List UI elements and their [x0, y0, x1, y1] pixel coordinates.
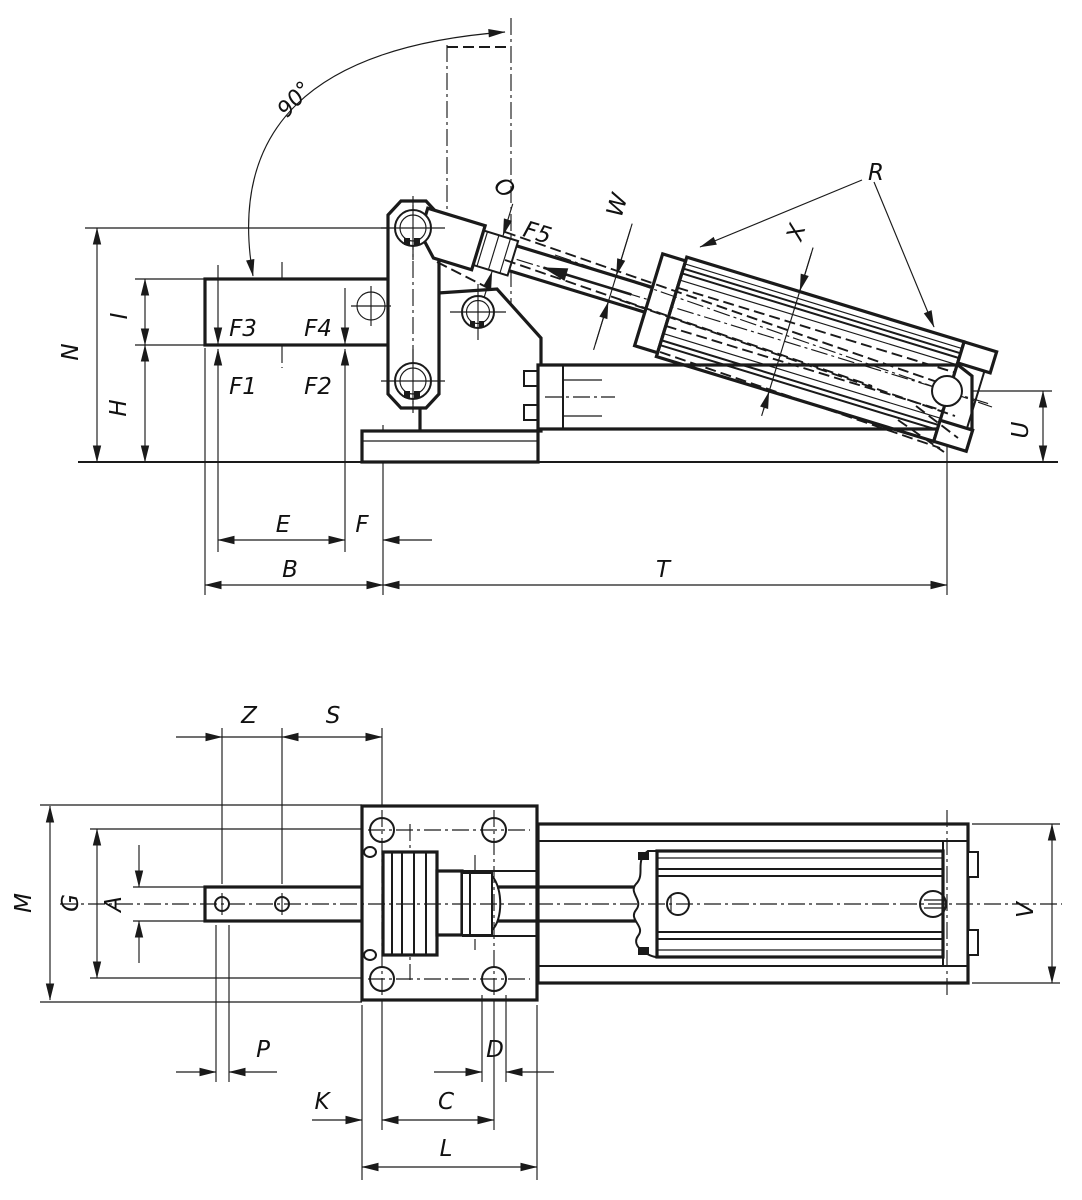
pivot-pin-top — [381, 196, 445, 260]
dim-label-w: W — [602, 189, 634, 220]
base-plate — [360, 429, 540, 464]
cylinder-rear-block-top — [955, 339, 999, 375]
dim-label-l: L — [440, 1136, 453, 1162]
dim-label-u: U — [1008, 421, 1034, 438]
dim-w-a2 — [594, 301, 609, 345]
cyl-line — [684, 263, 963, 350]
bracket-bolt-lower — [523, 404, 539, 421]
plan-view: M G A V Z S P D K C L — [11, 703, 1062, 1180]
cylinder-rear-edge — [965, 370, 986, 429]
dim-label-f1: F1 — [229, 374, 257, 400]
dim-label-o: O — [488, 173, 519, 204]
dim-label-k: K — [314, 1089, 331, 1115]
cyl-groove — [661, 339, 939, 427]
dim-o-top — [502, 203, 514, 236]
dim-label-f3: F3 — [229, 316, 257, 342]
cylinder-axis — [409, 226, 991, 405]
dim-label-i: I — [107, 312, 133, 319]
dim-label-z: Z — [240, 703, 258, 729]
dim-label-f: F — [355, 512, 369, 538]
thread-mark — [476, 231, 489, 267]
dim-label-h: H — [106, 399, 132, 416]
pivot-pin-middle — [450, 284, 506, 340]
cyl-groove — [659, 344, 938, 431]
alt-stub-line — [436, 261, 493, 291]
coupler-plan — [435, 869, 464, 937]
side-elevation-view: 90° — [58, 18, 1058, 595]
dim-label-t: T — [656, 557, 672, 583]
rail-tab — [967, 929, 979, 956]
dim-label-e: E — [276, 512, 291, 538]
dim-label-f4: F4 — [304, 316, 332, 342]
pivot-pin-bottom — [381, 349, 445, 413]
dim-label-a: A — [101, 896, 127, 914]
dim-label-f5: F5 — [520, 217, 554, 250]
dim-label-r: R — [868, 160, 884, 186]
end-screw — [919, 890, 947, 918]
thread-mark — [487, 235, 500, 270]
rail-tab — [967, 851, 979, 878]
alt-position-line — [504, 231, 941, 384]
dim-r-leaders: R — [699, 160, 935, 328]
dim-label-v: V — [1013, 900, 1039, 918]
alt-clevis-line — [897, 419, 945, 453]
bracket-bolt-upper — [523, 370, 539, 387]
dim-label-c: C — [438, 1089, 454, 1115]
alt-position-line — [659, 351, 941, 449]
cyl-line — [679, 279, 958, 366]
datum-target-mark — [351, 286, 391, 326]
pin-end — [363, 949, 377, 961]
dim-x-a1 — [799, 253, 812, 292]
dim-label-f2: F2 — [304, 374, 332, 400]
clamp-arm-horizontal — [203, 277, 392, 347]
rear-clevis-pin — [931, 375, 963, 407]
dim-label-g: G — [58, 894, 84, 912]
dim-label-n: N — [58, 343, 84, 360]
thread-mark — [499, 238, 511, 274]
alt-clevis-line — [915, 405, 959, 439]
alt-axis — [554, 254, 993, 408]
cyl-hidden — [677, 286, 956, 374]
dim-label-m: M — [11, 893, 37, 913]
dim-w-a1 — [615, 229, 631, 276]
dim-label-angle: 90° — [273, 77, 318, 123]
piston-rod-bottom — [507, 268, 646, 314]
pin-end — [363, 846, 377, 858]
cylinder-assembly: F5 O W X — [409, 173, 999, 454]
cyl-line — [663, 333, 941, 419]
dim-x-a2 — [760, 391, 770, 411]
dim-label-b: B — [282, 557, 298, 583]
force-arrow-f5 — [542, 266, 632, 296]
swing-arc — [246, 29, 506, 277]
cyl-groove — [681, 272, 960, 360]
dim-label-x: X — [782, 220, 812, 245]
dim-label-s: S — [326, 703, 341, 729]
cyl-groove — [682, 267, 961, 355]
dim-label-p: P — [256, 1037, 270, 1063]
dim-label-d: D — [486, 1037, 504, 1063]
alt-position-line — [619, 299, 956, 417]
